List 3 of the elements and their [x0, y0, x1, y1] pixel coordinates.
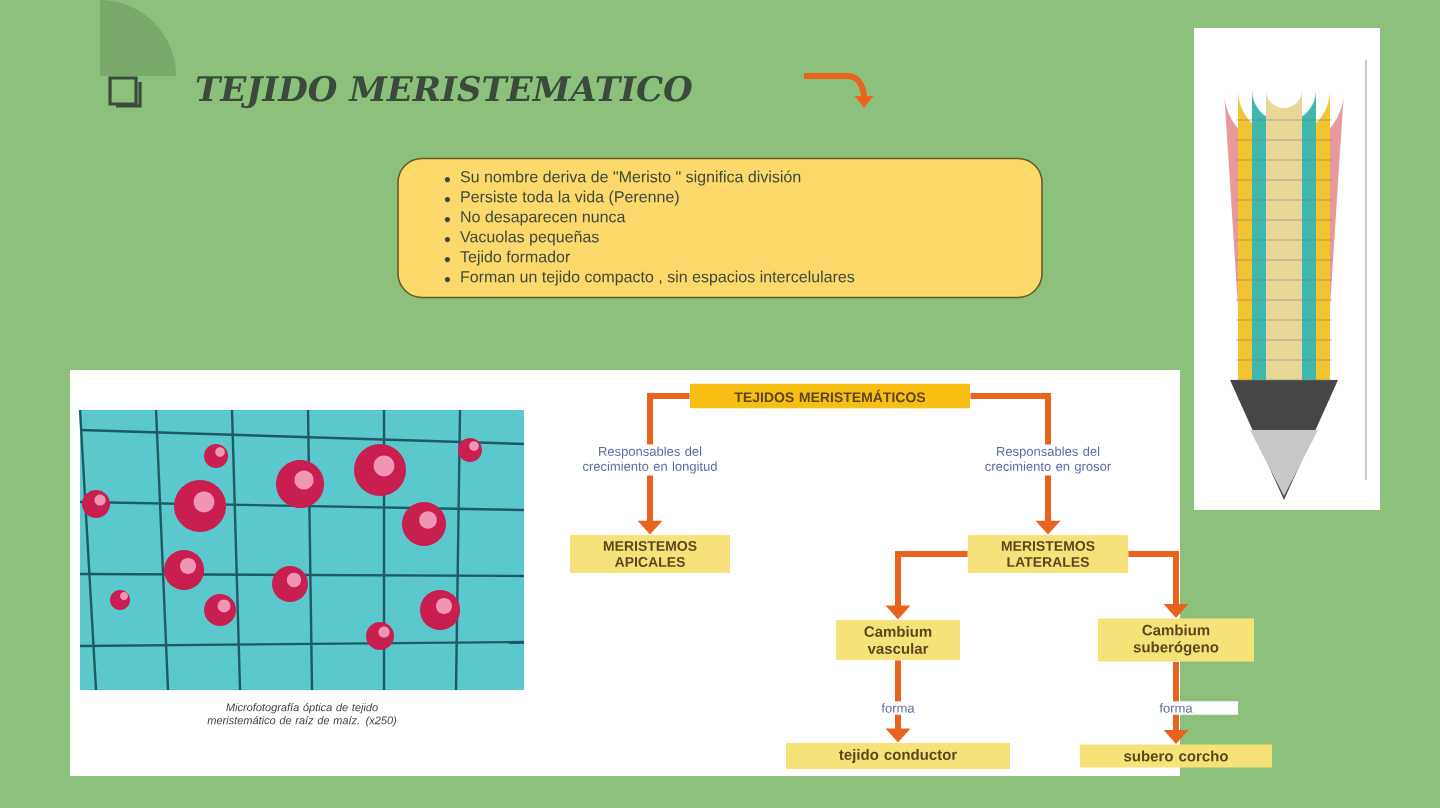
arrow [1128, 551, 1189, 618]
title: TEJIDO MERISTEMATICO [196, 75, 692, 109]
bullet-list-box: Su nombre deriva de "Meristo " significa división Persiste toda la vida (Perenne) No desaparecen nunca Vacuolas pequeñas Tejido formador Forman un tejido compacto , sin espacios intercelulares [397, 157, 1043, 299]
